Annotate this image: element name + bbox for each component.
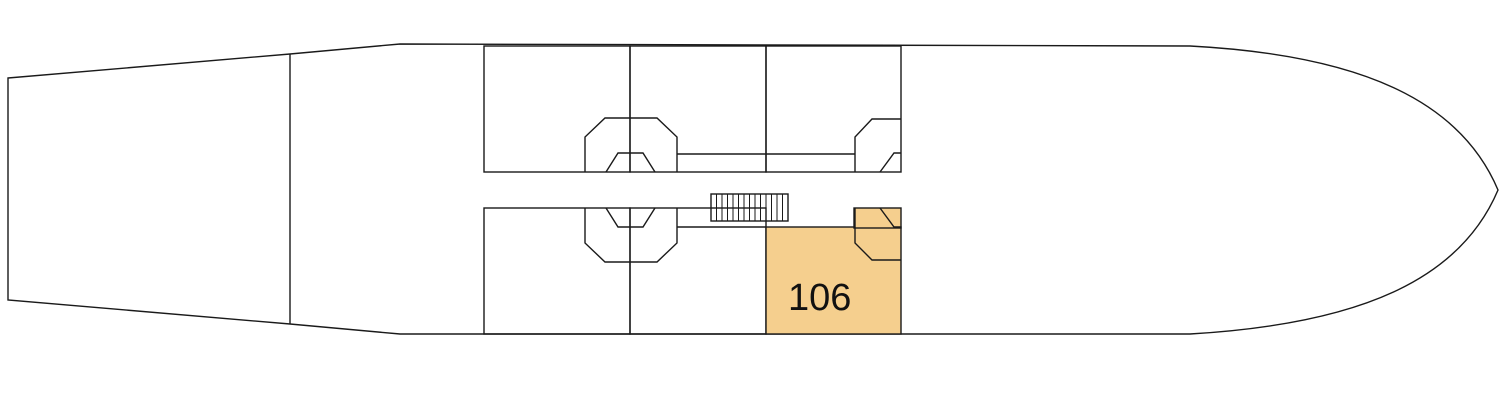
cabin-upper-2[interactable] xyxy=(629,45,767,173)
bathroom-lower-1 xyxy=(584,208,678,263)
upper-cabin-block xyxy=(483,45,902,173)
lower-cabin-block: 106 xyxy=(483,207,902,335)
ship-hull xyxy=(7,43,1499,335)
staircase-icon xyxy=(710,193,789,222)
cabin-upper-3[interactable] xyxy=(765,45,902,173)
cabin-lower-1[interactable] xyxy=(483,207,631,335)
bathroom-door-upper-1 xyxy=(605,152,656,173)
cabin-upper-1[interactable] xyxy=(483,45,631,173)
cabin-106[interactable] xyxy=(765,226,902,335)
bathroom-upper-1 xyxy=(584,117,678,172)
bathroom-door-upper-3 xyxy=(879,152,901,173)
bathroom-upper-3 xyxy=(854,118,901,172)
cabin-106-bathroom-area xyxy=(853,207,902,229)
cabin-106-label: 106 xyxy=(788,277,851,319)
bathroom-cabin-106 xyxy=(854,208,901,261)
bathroom-door-lower-1 xyxy=(605,207,656,228)
bathroom-door-cabin-106 xyxy=(879,207,901,228)
